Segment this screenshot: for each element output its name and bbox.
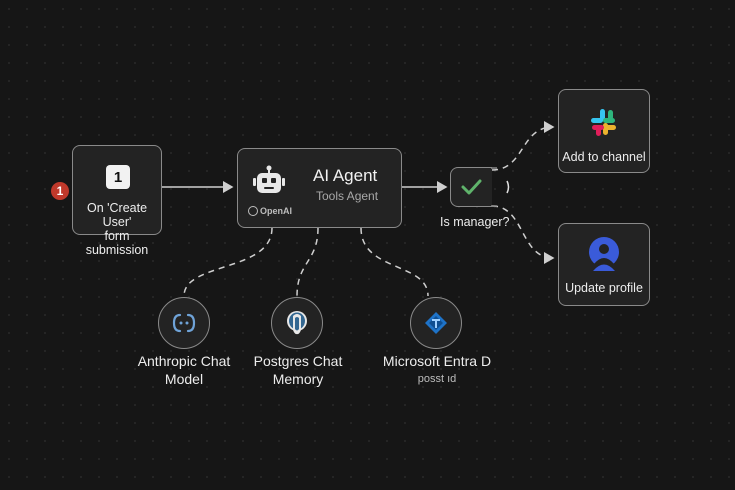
agent-subtitle: Tools Agent	[316, 189, 379, 203]
anthropic-icon	[172, 313, 196, 333]
anthropic-label: Anthropic Chat Model	[137, 353, 231, 387]
anthropic-chat-model-node[interactable]	[158, 297, 210, 349]
postgres-label: Postgres Chat Memory	[253, 353, 343, 387]
ai-agent-node[interactable]: OpenAI AI Agent Tools Agent	[237, 148, 402, 228]
condition-node-is-manager[interactable]	[450, 167, 492, 207]
user-profile-icon	[589, 237, 619, 271]
microsoft-entra-node[interactable]	[410, 297, 462, 349]
postgres-elephant-icon	[287, 311, 307, 335]
postgres-chat-memory-node[interactable]	[271, 297, 323, 349]
checkmark-icon	[461, 179, 482, 195]
wire-condition-to-slack	[491, 121, 555, 171]
update-profile-node[interactable]: Update profile	[558, 223, 650, 306]
condition-node-edge	[491, 167, 510, 207]
profile-label: Update profile	[565, 281, 643, 295]
wire-agent-to-model	[183, 227, 273, 297]
wire-agent-to-memory	[296, 227, 319, 297]
condition-label: Is manager?	[440, 215, 510, 229]
slack-icon	[591, 109, 616, 136]
trigger-count-badge: 1	[51, 182, 69, 200]
wire-agent-to-tool	[360, 227, 429, 297]
robot-icon	[252, 165, 286, 197]
wire-condition-to-profile	[491, 205, 555, 264]
slack-label: Add to channel	[562, 150, 646, 164]
trigger-node-create-user[interactable]: 1 On 'Create User' form submission	[72, 145, 162, 257]
openai-icon	[248, 206, 258, 216]
trigger-label: On 'Create User' form submission	[85, 201, 149, 257]
trigger-number-icon: 1	[106, 165, 130, 189]
agent-title: AI Agent	[313, 166, 378, 185]
slack-node-add-to-channel[interactable]: Add to channel	[558, 89, 650, 173]
microsoft-entra-label: Microsoft Entra D posst ıd	[382, 353, 492, 385]
openai-logo: OpenAI	[248, 206, 292, 216]
microsoft-entra-icon	[425, 312, 447, 334]
